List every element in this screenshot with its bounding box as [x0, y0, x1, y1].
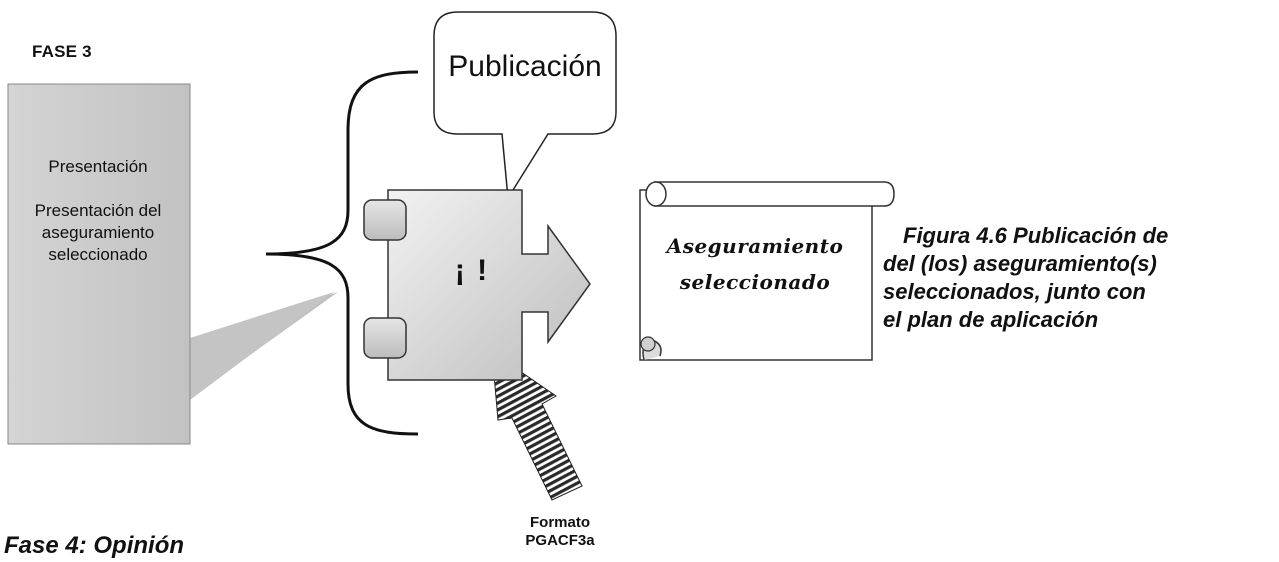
- speech-bubble: [433, 11, 617, 201]
- caption-line-2: del (los) aseguramiento(s): [883, 251, 1157, 276]
- caption-line-1: Figura 4.6 Publicación de: [903, 223, 1169, 248]
- caption-line-3: seleccionados, junto con: [883, 279, 1146, 304]
- publication-icon: [363, 189, 591, 381]
- format-line-1: Formato: [530, 514, 590, 531]
- icon-label: ¡ !: [454, 254, 490, 287]
- phase-description: Presentación del aseguramiento seleccion…: [34, 201, 162, 264]
- scroll: [639, 181, 895, 361]
- format-arrow: [491, 350, 583, 501]
- projection-wedge-fill: [190, 292, 334, 400]
- scroll-line-2: seleccionado: [679, 270, 831, 294]
- bubble-label: Publicación: [448, 50, 602, 83]
- curly-brace: [265, 70, 419, 436]
- format-line-2: PGACF3a: [525, 532, 595, 549]
- caption-line-4: el plan de aplicación: [883, 307, 1099, 332]
- phase-name: Presentación: [48, 157, 148, 176]
- icon-tab-bottom: [363, 317, 407, 359]
- scroll-line-1: Aseguramiento: [666, 234, 844, 258]
- icon-tab-top: [363, 199, 407, 241]
- scroll-text: Aseguramiento seleccionado: [640, 228, 870, 300]
- phase-panel-text: Presentación Presentación del aseguramie…: [6, 84, 190, 266]
- figure-caption: Figura 4.6 Publicación de del (los) aseg…: [883, 222, 1268, 334]
- section-heading: Fase 4: Opinión: [4, 532, 185, 559]
- phase-panel: [7, 83, 191, 445]
- phase-title: FASE 3: [32, 42, 92, 61]
- format-label: Formato PGACF3a: [500, 514, 620, 550]
